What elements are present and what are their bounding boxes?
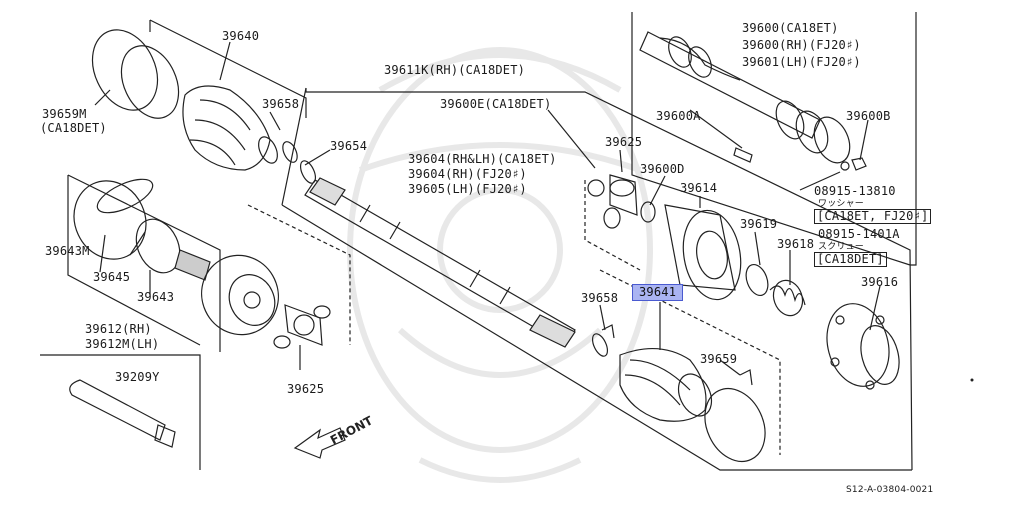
label-39604-rh: 39604(RH)(FJ20♯) — [408, 167, 527, 181]
label-39600-rh: 39600(RH)(FJ20♯) — [742, 38, 861, 52]
label-39612m-lh: 39612M(LH) — [85, 337, 160, 351]
label-39600b: 39600B — [846, 109, 891, 123]
watermark-emblem — [347, 47, 653, 483]
label-39643: 39643 — [137, 290, 175, 304]
label-screw-jp: スクリュー — [818, 242, 865, 252]
label-39659m: 39659M — [42, 107, 87, 121]
label-39611k: 39611K(RH)(CA18DET) — [384, 63, 526, 77]
label-washer-note: [CA18ET, FJ20♯] — [814, 209, 932, 224]
label-39614: 39614 — [680, 181, 718, 195]
label-39616: 39616 — [861, 275, 899, 289]
label-39625-bottom: 39625 — [287, 382, 325, 396]
stray-dot — [970, 378, 974, 382]
label-screw-number: 08915-1401A — [818, 227, 900, 241]
label-washer-jp: ワッシャー — [818, 199, 865, 209]
label-39654: 39654 — [330, 139, 368, 153]
label-39600a: 39600A — [656, 109, 701, 123]
label-39604-rhlh: 39604(RH&LH)(CA18ET) — [408, 152, 557, 166]
label-39618: 39618 — [777, 237, 815, 251]
label-39640: 39640 — [222, 29, 260, 43]
label-39645: 39645 — [93, 270, 131, 284]
label-39643m: 39643M — [45, 244, 90, 258]
label-39601-lh: 39601(LH)(FJ20♯) — [742, 55, 861, 69]
label-39619: 39619 — [740, 217, 778, 231]
label-39605-lh: 39605(LH)(FJ20♯) — [408, 182, 527, 196]
label-39658-right: 39658 — [581, 291, 619, 305]
label-39600e: 39600E(CA18DET) — [440, 97, 552, 111]
diagram-reference-code: S12-A-03804-0021 — [846, 485, 934, 495]
label-39625-top: 39625 — [605, 135, 643, 149]
label-39659: 39659 — [700, 352, 738, 366]
label-39209y: 39209Y — [115, 370, 160, 384]
label-39659m-note: (CA18DET) — [40, 121, 107, 135]
label-39600d: 39600D — [640, 162, 685, 176]
label-39600: 39600(CA18ET) — [742, 21, 839, 35]
label-39658-left: 39658 — [262, 97, 300, 111]
label-39641-highlighted[interactable]: 39641 — [632, 284, 684, 301]
label-39612-rh: 39612(RH) — [85, 322, 152, 336]
label-washer-number: 08915-13810 — [814, 184, 896, 198]
label-screw-note: [CA18DET] — [814, 252, 887, 267]
